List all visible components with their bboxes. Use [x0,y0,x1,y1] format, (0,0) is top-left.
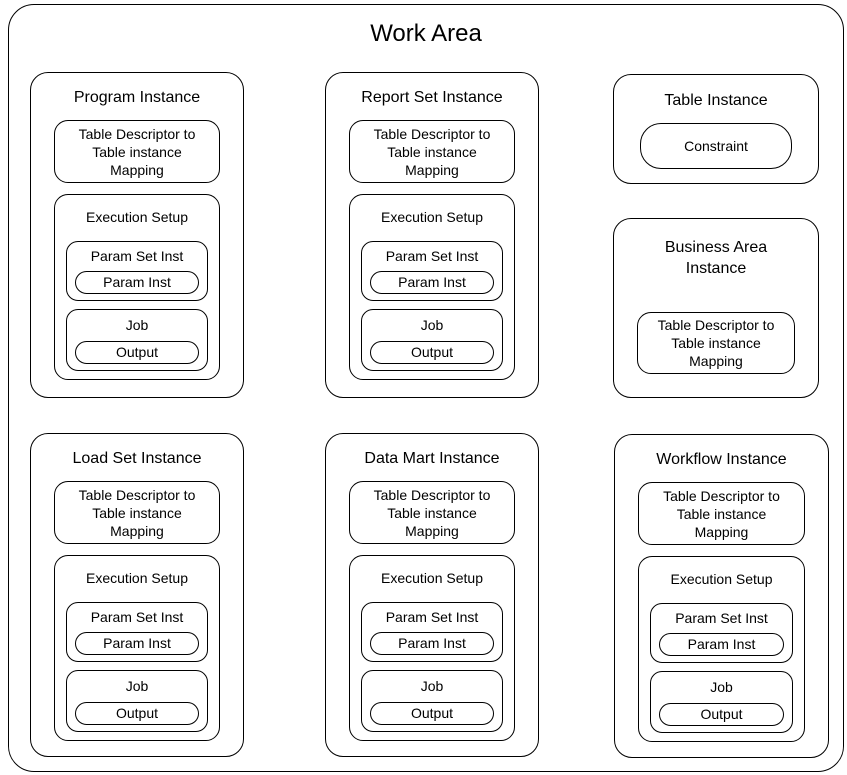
param-set-inst-label: Param Set Inst [385,609,479,625]
td-mapping-box: Table Descriptor to Table instance Mappi… [54,481,220,544]
panel-program-instance: Program Instance Table Descriptor to Tab… [30,72,244,398]
job-box: Job Output [66,309,208,371]
td-mapping-label: Table Descriptor to Table instance Mappi… [657,317,775,369]
panel-workflow-instance: Workflow Instance Table Descriptor to Ta… [614,434,829,758]
job-box: Job Output [66,670,208,732]
td-mapping-label: Table Descriptor to Table instance Mappi… [373,125,491,178]
param-set-inst-box: Param Set Inst Param Inst [650,603,793,663]
param-set-inst-box: Param Set Inst Param Inst [66,602,208,662]
param-set-inst-box: Param Set Inst Param Inst [361,602,503,662]
workflow-instance-title: Workflow Instance [656,451,787,468]
execution-setup-box: Execution Setup Param Set Inst Param Ins… [638,556,805,742]
business-area-instance-title: Business Area Instance [664,239,768,277]
td-mapping-label: Table Descriptor to Table instance Mappi… [78,486,196,539]
td-mapping-box: Table Descriptor to Table instance Mappi… [637,312,795,374]
param-set-inst-label: Param Set Inst [90,248,184,264]
param-inst-pill: Param Inst [370,271,494,294]
job-label: Job [125,678,149,694]
param-set-inst-label: Param Set Inst [90,609,184,625]
job-label: Job [125,317,149,333]
output-pill: Output [75,702,199,725]
param-inst-pill: Param Inst [370,632,494,655]
job-label: Job [710,679,733,695]
output-pill: Output [370,341,494,364]
td-mapping-box: Table Descriptor to Table instance Mappi… [349,481,515,544]
job-label: Job [420,317,444,333]
load-set-instance-title: Load Set Instance [72,450,202,467]
execution-setup-box: Execution Setup Param Set Inst Param Ins… [54,555,220,741]
param-set-inst-box: Param Set Inst Param Inst [361,241,503,301]
job-box: Job Output [650,671,793,733]
panel-business-area-instance: Business Area Instance Table Descriptor … [613,218,819,398]
execution-setup-box: Execution Setup Param Set Inst Param Ins… [349,555,515,741]
panel-data-mart-instance: Data Mart Instance Table Descriptor to T… [325,433,539,757]
execution-setup-label: Execution Setup [86,209,188,225]
work-area-title: Work Area [370,20,482,47]
param-set-inst-label: Param Set Inst [385,248,479,264]
execution-setup-label: Execution Setup [381,209,483,225]
param-inst-pill: Param Inst [659,633,784,656]
output-pill: Output [75,341,199,364]
execution-setup-label: Execution Setup [86,570,188,586]
report-set-instance-title: Report Set Instance [361,89,503,106]
execution-setup-label: Execution Setup [381,570,483,586]
job-box: Job Output [361,670,503,732]
param-inst-pill: Param Inst [75,632,199,655]
param-set-inst-label: Param Set Inst [675,610,768,626]
param-set-inst-box: Param Set Inst Param Inst [66,241,208,301]
data-mart-instance-title: Data Mart Instance [364,450,500,467]
execution-setup-box: Execution Setup Param Set Inst Param Ins… [349,194,515,380]
output-pill: Output [659,703,784,726]
work-area-box: Work Area Program Instance Table Descrip… [8,4,844,772]
program-instance-title: Program Instance [73,89,201,106]
param-inst-pill: Param Inst [75,271,199,294]
td-mapping-label: Table Descriptor to Table instance Mappi… [373,486,491,539]
td-mapping-box: Table Descriptor to Table instance Mappi… [349,120,515,183]
panel-table-instance: Table Instance Constraint [613,74,819,184]
execution-setup-label: Execution Setup [670,571,773,587]
td-mapping-label: Table Descriptor to Table instance Mappi… [663,487,780,540]
output-pill: Output [370,702,494,725]
execution-setup-box: Execution Setup Param Set Inst Param Ins… [54,194,220,380]
job-box: Job Output [361,309,503,371]
panel-load-set-instance: Load Set Instance Table Descriptor to Ta… [30,433,244,757]
constraint-pill: Constraint [640,123,792,169]
table-instance-title: Table Instance [664,92,768,109]
job-label: Job [420,678,444,694]
td-mapping-box: Table Descriptor to Table instance Mappi… [638,482,805,545]
td-mapping-label: Table Descriptor to Table instance Mappi… [78,125,196,178]
panel-report-set-instance: Report Set Instance Table Descriptor to … [325,72,539,398]
td-mapping-box: Table Descriptor to Table instance Mappi… [54,120,220,183]
